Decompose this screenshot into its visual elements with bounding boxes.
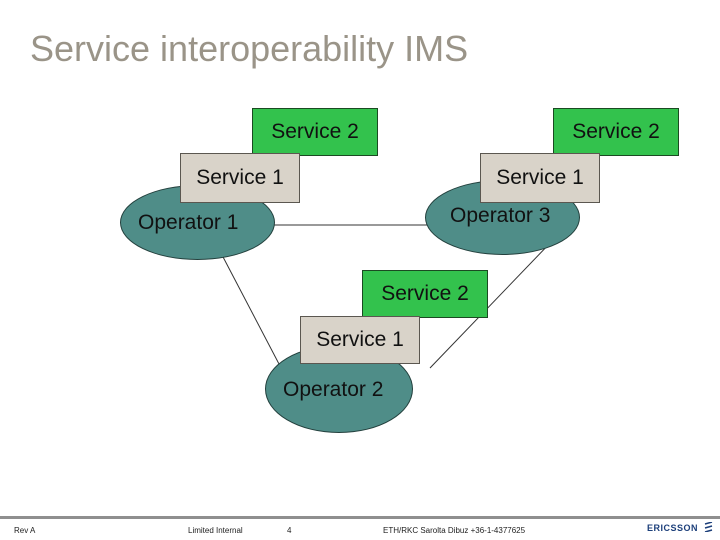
operator1-service2-box: Service 2 bbox=[252, 108, 378, 156]
link-operator3-operator2 bbox=[429, 239, 554, 369]
operator1-label: Operator 1 bbox=[138, 211, 239, 234]
operator2-label: Operator 2 bbox=[283, 378, 384, 401]
footer-page-number: 4 bbox=[287, 526, 292, 535]
footer-revision: Rev A bbox=[14, 526, 36, 535]
operator3-label: Operator 3 bbox=[450, 204, 551, 227]
footer-classification: Limited Internal bbox=[188, 526, 243, 535]
operator3-service1-box: Service 1 bbox=[480, 153, 600, 203]
operator2-service2-box: Service 2 bbox=[362, 270, 488, 318]
slide-title: Service interoperability IMS bbox=[30, 28, 469, 69]
ericsson-logo-icon bbox=[704, 522, 713, 532]
footer-author: ETH/RKC Sarolta Dibuz +36-1-4377625 bbox=[383, 526, 526, 535]
operator3-service2-box: Service 2 bbox=[553, 108, 679, 156]
ericsson-logo: ERICSSON bbox=[647, 523, 699, 533]
operator2-service1-box: Service 1 bbox=[300, 316, 420, 364]
operator1-service1-box: Service 1 bbox=[180, 153, 300, 203]
footer-divider bbox=[0, 516, 720, 519]
